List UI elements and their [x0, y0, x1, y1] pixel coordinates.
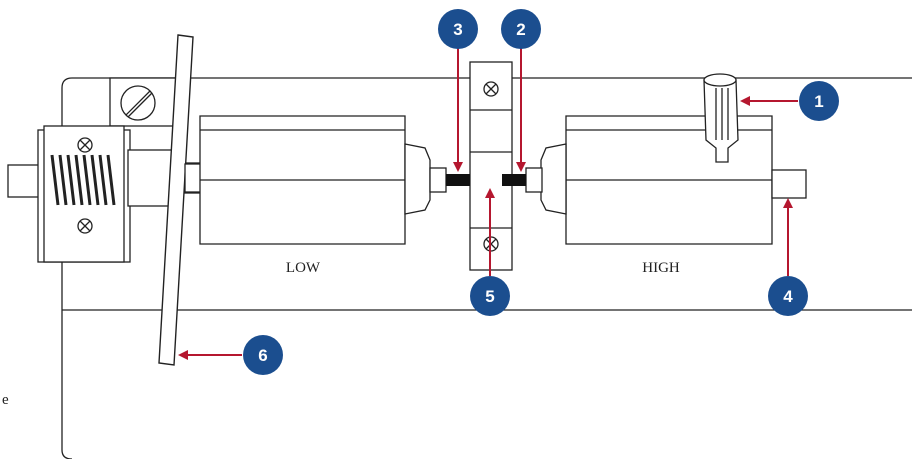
spring-assembly: [7, 125, 200, 263]
screw-icon: [483, 81, 499, 97]
low-contact-block: [184, 115, 447, 245]
edge-text: e: [2, 392, 9, 408]
svg-text:1: 1: [814, 92, 823, 111]
svg-text:3: 3: [453, 20, 462, 39]
svg-text:5: 5: [485, 287, 494, 306]
screw-icon: [77, 137, 93, 153]
high-label: HIGH: [642, 260, 680, 276]
svg-text:2: 2: [516, 20, 525, 39]
center-armature: [469, 61, 513, 271]
callout-arrows: [178, 43, 798, 360]
screw-icon: [77, 218, 93, 234]
callout-6: 6: [243, 335, 283, 375]
callout-3: 3: [438, 9, 478, 49]
callout-4: 4: [768, 276, 808, 316]
spring-coil-icon: [50, 154, 116, 206]
callout-1: 1: [799, 81, 839, 121]
callout-5: 5: [470, 276, 510, 316]
svg-text:4: 4: [783, 287, 793, 306]
mounting-plate: [158, 34, 194, 366]
contact-pad-left: [446, 174, 470, 186]
knob: [703, 73, 739, 163]
svg-text:6: 6: [258, 346, 267, 365]
high-contact-block: [525, 115, 807, 245]
low-label: LOW: [286, 260, 321, 276]
contact-pad-right: [502, 174, 526, 186]
callout-2: 2: [501, 9, 541, 49]
adjustment-screw: [109, 77, 183, 127]
